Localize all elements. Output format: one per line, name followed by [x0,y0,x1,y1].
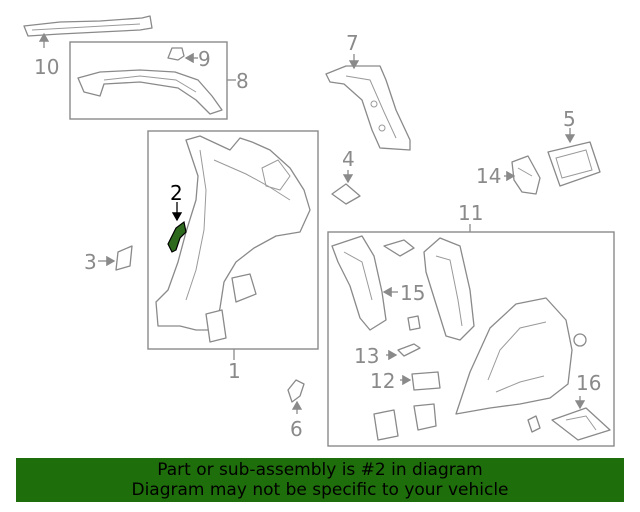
notice-banner: Part or sub-assembly is #2 in diagram Di… [16,458,624,502]
part-3-tag[interactable]: 3 [84,245,133,274]
callout-9: 9 [198,47,211,71]
part-5-housing[interactable]: 5 [547,107,601,187]
callout-3: 3 [84,250,97,274]
part-8-assembly[interactable]: 9 8 [69,41,249,120]
callout-11: 11 [458,201,483,225]
part-10-roof-rail[interactable]: 10 [23,15,153,79]
part-11-assembly[interactable]: 11 15 13 12 16 [327,201,615,447]
callout-14: 14 [476,164,501,188]
callout-5: 5 [563,107,576,131]
notice-line-2: Diagram may not be specific to your vehi… [131,480,509,500]
callout-4: 4 [342,147,355,171]
part-14-bracket[interactable]: 14 [476,155,541,195]
callout-13: 13 [354,344,379,368]
callout-15: 15 [400,281,425,305]
callout-8: 8 [236,69,249,93]
notice-line-1: Part or sub-assembly is #2 in diagram [157,460,483,480]
part-1-quarter-panel[interactable]: 1 [147,130,319,383]
part-6-clip[interactable]: 6 [287,379,305,441]
parts-diagram: 10 9 8 7 4 5 14 [23,15,615,447]
part-2-reinforcement-highlighted[interactable]: 2 [167,181,187,253]
callout-1: 1 [228,359,241,383]
callout-16: 16 [576,371,601,395]
callout-12: 12 [370,369,395,393]
callout-2: 2 [170,181,183,205]
part-7-pillar[interactable]: 7 [325,31,411,151]
callout-10: 10 [34,55,59,79]
part-4-pad[interactable]: 4 [331,147,361,205]
callout-6: 6 [290,417,303,441]
callout-7: 7 [346,31,359,55]
